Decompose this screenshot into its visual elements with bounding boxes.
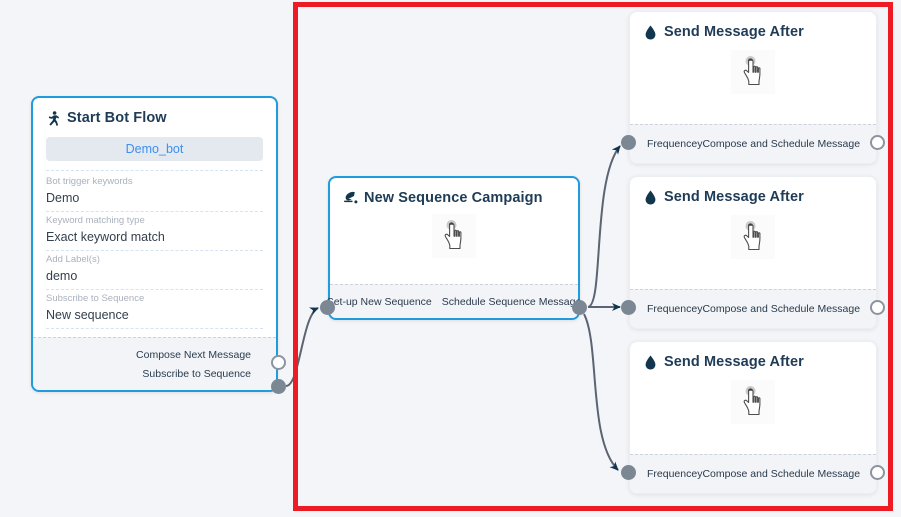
node-new-sequence-campaign[interactable]: New Sequence Campaign Set-up New Sequenc… (326, 176, 581, 320)
node-start-bot-flow[interactable]: Start Bot Flow Demo_bot Bot trigger keyw… (31, 96, 278, 392)
port-sequence-input-setup-new-sequence[interactable] (320, 300, 335, 315)
node-new-sequence-campaign-body (330, 206, 578, 268)
port-sequence-output-schedule-sequence-message[interactable] (572, 300, 587, 315)
node-send-message-after-3-title: Send Message After (630, 342, 876, 370)
port-label-schedule-sequence-message: Schedule Sequence Message (441, 295, 582, 308)
port-message-3-input-frequencey[interactable] (621, 465, 636, 480)
node-start-bot-flow-title: Start Bot Flow (33, 98, 276, 126)
node-send-message-after-3-body (630, 370, 876, 440)
field-add-labels[interactable]: Add Label(s) demo (46, 251, 263, 290)
field-value: Exact keyword match (46, 230, 165, 244)
port-label-frequencey: Frequencey (647, 138, 703, 150)
pointing-hand-cursor-icon (731, 380, 775, 424)
pointing-hand-cursor-icon (731, 50, 775, 94)
port-label-compose-next-message: Compose Next Message (136, 348, 251, 361)
pointing-hand-cursor-icon (731, 215, 775, 259)
node-send-message-after-1-title-text: Send Message After (664, 24, 804, 40)
node-start-bot-flow-title-text: Start Bot Flow (67, 110, 167, 126)
node-send-message-after-1[interactable]: Send Message After Frequencey Compose an… (629, 11, 877, 164)
port-message-1-output-compose-and-schedule-message[interactable] (870, 135, 885, 150)
field-label: Add Label(s) (46, 254, 100, 265)
port-message-2-input-frequencey[interactable] (621, 300, 636, 315)
edge-start-to-sequence (285, 307, 319, 387)
node-send-message-after-1-title: Send Message After (630, 12, 876, 40)
node-send-message-after-2-body (630, 205, 876, 275)
port-label-subscribe-to-sequence: Subscribe to Sequence (142, 367, 251, 380)
field-subscribe-to-sequence[interactable]: Subscribe to Sequence New sequence (46, 290, 263, 329)
node-new-sequence-campaign-title-text: New Sequence Campaign (364, 190, 543, 206)
port-label-frequencey: Frequencey (647, 303, 703, 315)
pointing-hand-cursor-icon (432, 214, 476, 258)
port-start-compose-next-message[interactable] (271, 355, 286, 370)
bot-name-pill[interactable]: Demo_bot (46, 137, 263, 161)
water-droplet-icon (643, 354, 658, 370)
node-send-message-after-2[interactable]: Send Message After Frequencey Compose an… (629, 176, 877, 329)
node-send-message-after-1-body (630, 40, 876, 110)
start-bot-flow-fields: Bot trigger keywords Demo Keyword matchi… (46, 170, 263, 329)
edge-sequence-to-message-1 (587, 145, 621, 308)
port-label-compose-and-schedule-message: Compose and Schedule Message (702, 303, 861, 315)
bot-name-pill-label: Demo_bot (125, 142, 184, 156)
running-person-icon (46, 110, 61, 126)
port-label-compose-and-schedule-message: Compose and Schedule Message (702, 138, 861, 150)
node-send-message-after-2-footer: Frequencey Compose and Schedule Message (630, 289, 876, 328)
node-send-message-after-2-title-text: Send Message After (664, 189, 804, 205)
port-label-setup-new-sequence: Set-up New Sequence (326, 295, 432, 308)
node-send-message-after-2-title: Send Message After (630, 177, 876, 205)
field-label: Keyword matching type (46, 215, 145, 226)
field-value: New sequence (46, 308, 129, 322)
field-keyword-matching-type[interactable]: Keyword matching type Exact keyword matc… (46, 212, 263, 251)
port-message-1-input-frequencey[interactable] (621, 135, 636, 150)
node-send-message-after-3-title-text: Send Message After (664, 354, 804, 370)
field-label: Subscribe to Sequence (46, 293, 145, 304)
node-new-sequence-campaign-title: New Sequence Campaign (330, 178, 578, 206)
field-label: Bot trigger keywords (46, 176, 133, 187)
node-new-sequence-campaign-footer: Set-up New Sequence Schedule Sequence Me… (326, 284, 581, 318)
field-value: demo (46, 269, 78, 283)
node-send-message-after-3[interactable]: Send Message After Frequencey Compose an… (629, 341, 877, 494)
port-label-frequencey: Frequencey (647, 468, 703, 480)
field-value: Demo (46, 191, 80, 205)
port-message-3-output-compose-and-schedule-message[interactable] (870, 465, 885, 480)
port-message-2-output-compose-and-schedule-message[interactable] (870, 300, 885, 315)
water-droplet-icon (643, 24, 658, 40)
edge-sequence-to-message-3 (583, 313, 619, 471)
port-start-subscribe-to-sequence[interactable] (271, 379, 286, 394)
port-label-compose-and-schedule-message: Compose and Schedule Message (702, 468, 861, 480)
megaphone-icon (343, 190, 358, 206)
node-send-message-after-3-footer: Frequencey Compose and Schedule Message (630, 454, 876, 493)
water-droplet-icon (643, 189, 658, 205)
node-send-message-after-1-footer: Frequencey Compose and Schedule Message (630, 124, 876, 163)
field-bot-trigger-keywords[interactable]: Bot trigger keywords Demo (46, 170, 263, 212)
node-start-bot-flow-footer: Compose Next Message Subscribe to Sequen… (33, 337, 276, 390)
